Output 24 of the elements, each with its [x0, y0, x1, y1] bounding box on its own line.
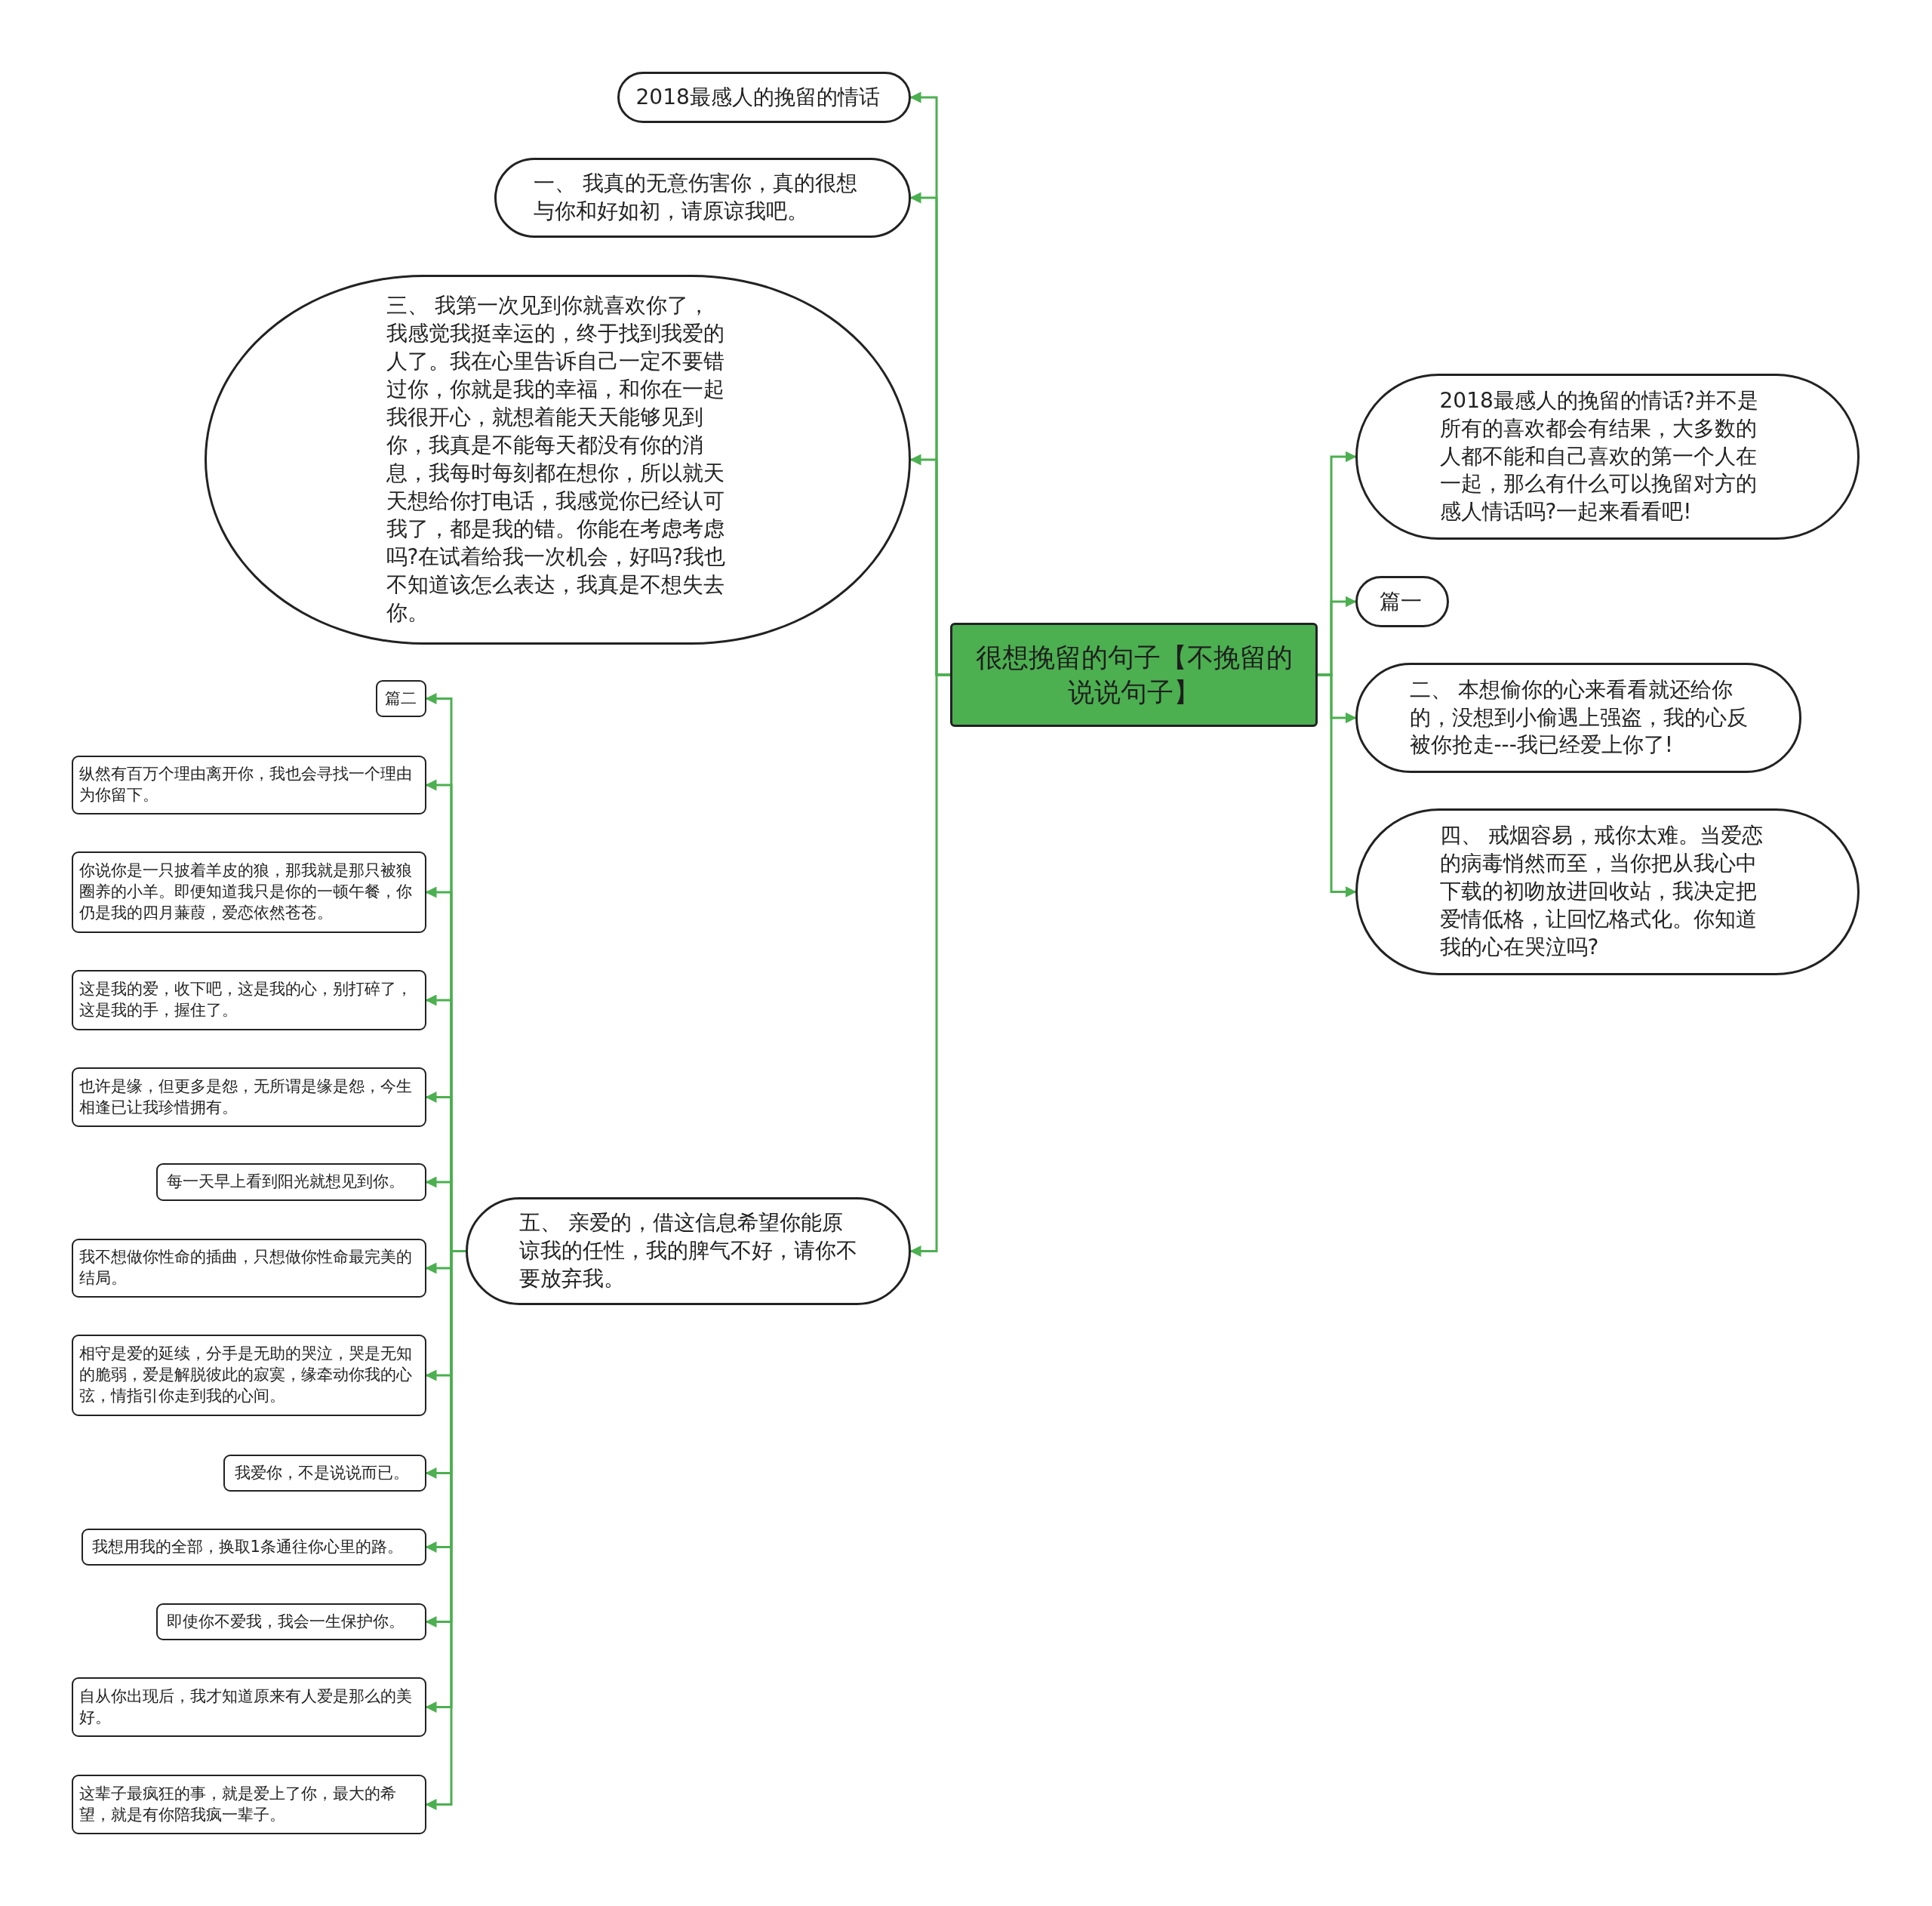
text-card: 你说你是一只披着羊皮的狼，那我就是那只被狼圈养的小羊。即便知道我只是你的一顿午餐，你仍是我的四月蒹葭，爱恋依然苍苍。	[72, 851, 426, 933]
topic-bubble: 一、 我真的无意伤害你，真的很想与你和好如初，请原谅我吧。	[494, 158, 911, 238]
text-card: 相守是爱的延续，分手是无助的哭泣，哭是无知的脆弱，爱是解脱彼此的寂寞，缘牵动你我的心弦，情指引你走到我的心间。	[72, 1335, 426, 1416]
topic-bubble: 三、 我第一次见到你就喜欢你了，我感觉我挺幸运的，终于找到我爱的人了。我在心里告诉自己一定不要错过你，你就是我的幸福，和你在一起我很开心，就想着能天天能够见到你，我真是不能每天都没有你的消息，我每时每刻都在想你，所以就天天想给你打电话，我感觉你已经认可我了，都是我的错。你能在考虑考虑吗?在试着给我一次机会，好吗?我也不知道该怎么表达，我真是不想失去你。	[205, 275, 911, 645]
topic-bubble: 五、 亲爱的，借这信息希望你能原谅我的任性，我的脾气不好，请你不要放弃我。	[466, 1197, 911, 1305]
text-card: 这辈子最疯狂的事，就是爱上了你，最大的希望，就是有你陪我疯一辈子。	[72, 1775, 426, 1834]
root-topic-box: 很想挽留的句子【不挽留的说说句子】	[950, 623, 1318, 727]
text-card: 我想用我的全部，换取1条通往你心里的路。	[82, 1529, 426, 1566]
text-card: 每一天早上看到阳光就想见到你。	[156, 1163, 426, 1201]
text-card: 也许是缘，但更多是怨，无所谓是缘是怨，今生相逢已让我珍惜拥有。	[72, 1067, 426, 1127]
text-card: 我不想做你性命的插曲，只想做你性命最完美的结局。	[72, 1239, 426, 1298]
text-card: 篇二	[376, 680, 426, 717]
text-card: 这是我的爱，收下吧，这是我的心，别打碎了，这是我的手，握住了。	[72, 970, 426, 1030]
text-card: 纵然有百万个理由离开你，我也会寻找一个理由为你留下。	[72, 756, 426, 814]
topic-bubble: 篇一	[1355, 576, 1449, 627]
text-card: 自从你出现后，我才知道原来有人爱是那么的美好。	[72, 1677, 426, 1737]
text-card: 我爱你，不是说说而已。	[223, 1455, 426, 1492]
topic-bubble: 二、 本想偷你的心来看看就还给你的，没想到小偷遇上强盗，我的心反被你抢走---我已经爱上你了!	[1355, 663, 1801, 773]
connector-arrow	[909, 673, 950, 1257]
topic-bubble: 四、 戒烟容易，戒你太难。当爱恋的病毒悄然而至，当你把从我心中下载的初吻放进回收站，我决定把爱情低格，让回忆格式化。你知道我的心在哭泣吗?	[1355, 808, 1860, 975]
text-card: 即使你不爱我，我会一生保护你。	[156, 1603, 426, 1640]
topic-bubble: 2018最感人的挽留的情话	[617, 72, 911, 123]
topic-bubble: 2018最感人的挽留的情话?并不是所有的喜欢都会有结果，大多数的人都不能和自己喜欢的第一个人在一起，那么有什么可以挽留对方的感人情话吗?一起来看看吧!	[1355, 374, 1860, 540]
connector-arrow	[1318, 673, 1357, 898]
